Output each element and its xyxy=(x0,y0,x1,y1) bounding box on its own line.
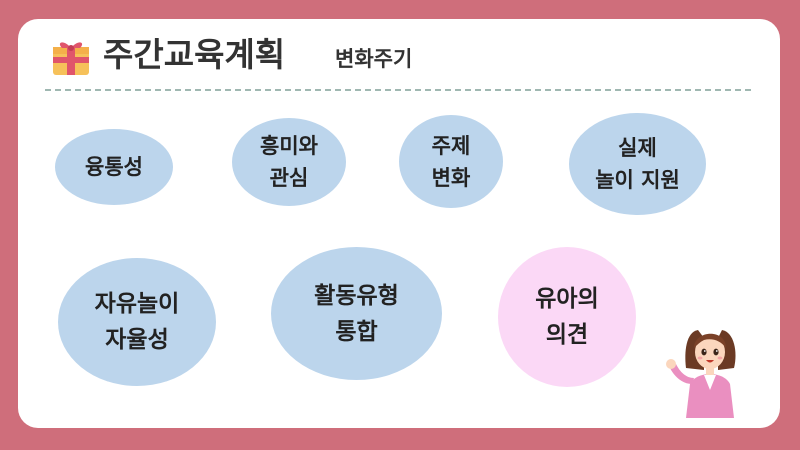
bubble-label: 활동유형 통합 xyxy=(314,282,399,345)
bubble-child-opinion: 유아의 의견 xyxy=(498,247,636,387)
bubble-free-play: 자유놀이 자율성 xyxy=(58,258,216,386)
bubble-label: 실제 놀이 지원 xyxy=(595,136,680,192)
bubble-label: 자유놀이 자율성 xyxy=(94,291,180,353)
bubble-play-support: 실제 놀이 지원 xyxy=(569,113,706,215)
bubble-label: 흥미와 관심 xyxy=(260,134,318,190)
bubble-flexibility: 융통성 xyxy=(55,129,173,205)
divider xyxy=(45,89,751,91)
bubble-activity-integration: 활동유형 통합 xyxy=(271,247,442,380)
page-subtitle: 변화주기 xyxy=(335,47,413,71)
bubble-interest: 흥미와 관심 xyxy=(232,118,346,206)
bubble-label: 주제 변화 xyxy=(431,133,471,190)
teacher-illustration xyxy=(666,330,736,418)
bubble-label: 유아의 의견 xyxy=(535,286,599,348)
bubble-theme-change: 주제 변화 xyxy=(399,115,503,208)
page-title: 주간교육계획 xyxy=(103,35,286,74)
gift-icon xyxy=(53,42,89,75)
bubble-label: 융통성 xyxy=(85,155,143,179)
